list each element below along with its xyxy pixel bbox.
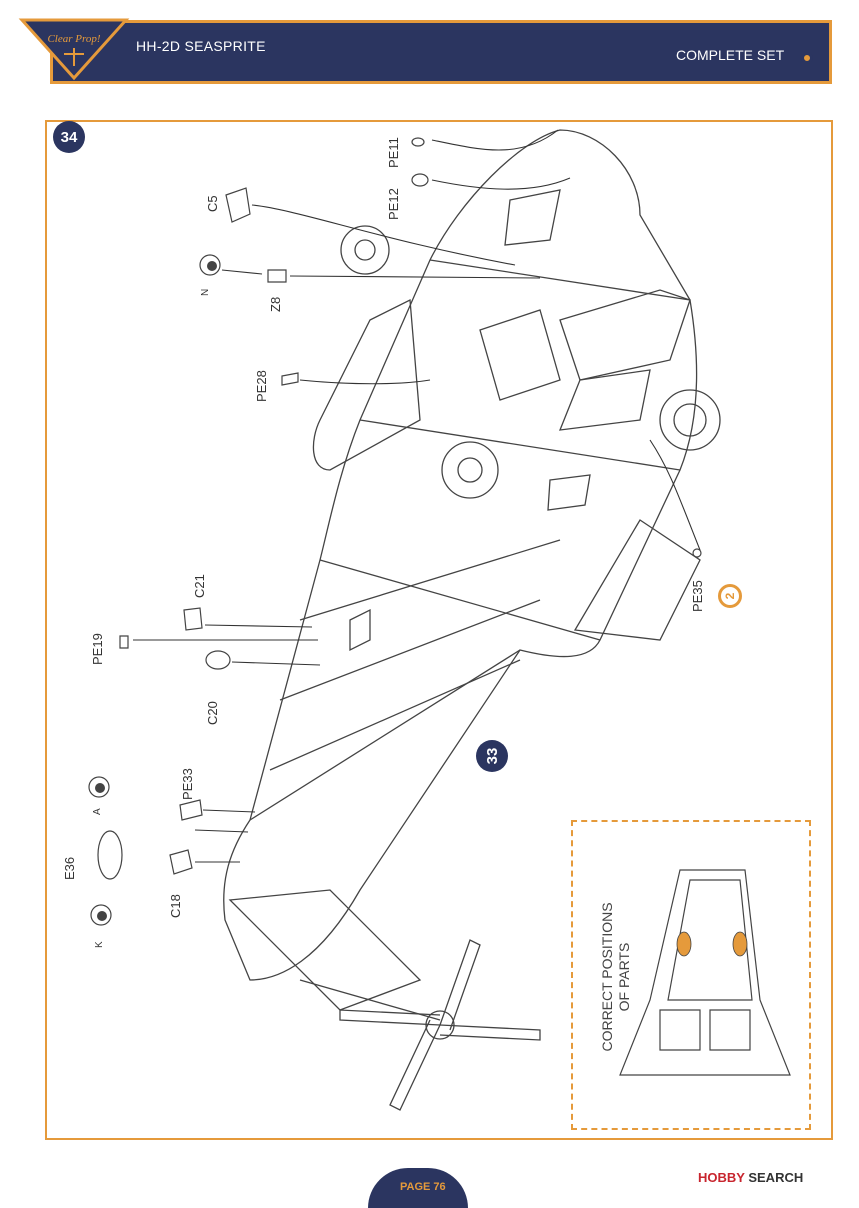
watermark: HOBBY SEARCH (698, 1170, 803, 1185)
header-dot-icon (801, 52, 813, 64)
label-c21: C21 (192, 574, 207, 598)
label-pe19: PE19 (90, 633, 105, 665)
label-pe33: PE33 (180, 768, 195, 800)
inset-box (571, 820, 811, 1130)
label-a: A (92, 808, 103, 815)
paint-color-marker: 2 (718, 584, 742, 608)
header-right-label: COMPLETE SET (676, 47, 785, 63)
label-c5: C5 (205, 195, 220, 212)
label-pe28: PE28 (254, 370, 269, 402)
watermark-suffix: SEARCH (748, 1170, 804, 1185)
label-pe35: PE35 (690, 580, 705, 612)
step-34-badge: 34 (53, 121, 85, 153)
inset-caption: CORRECT POSITIONS OF PARTS (599, 902, 632, 1052)
label-c20: C20 (205, 701, 220, 725)
label-n: N (200, 288, 211, 296)
logo-text: Clear Prop! (47, 33, 100, 45)
page-number: PAGE 76 (400, 1181, 446, 1193)
brand-logo: Clear Prop! (18, 12, 130, 82)
label-k: K (94, 941, 105, 948)
label-c18: C18 (168, 894, 183, 918)
label-z8: Z8 (268, 296, 283, 312)
label-e36: E36 (62, 856, 77, 880)
instruction-frame (45, 120, 833, 1140)
label-pe12: PE12 (386, 188, 401, 220)
header-bar (50, 20, 832, 84)
watermark-brand: HOBBY (698, 1170, 745, 1185)
label-pe11: PE11 (386, 137, 401, 168)
page-title: HH-2D SEASPRITE (136, 38, 266, 54)
